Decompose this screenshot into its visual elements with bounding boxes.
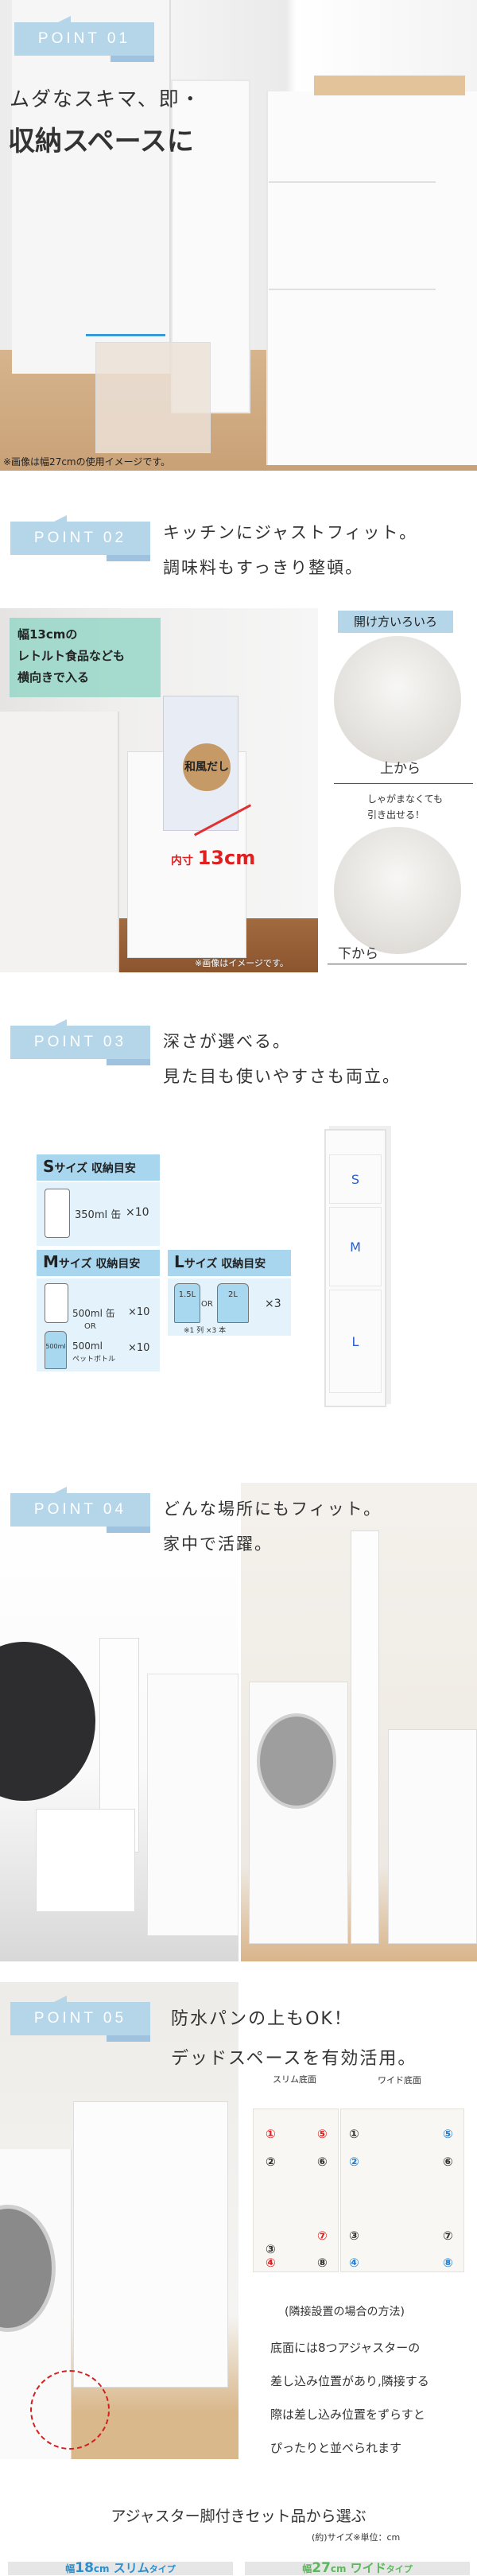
wide-type-option[interactable]: 幅27cm ワイドタイプ xyxy=(245,2562,470,2575)
point-02-badge: POINT 02 xyxy=(10,515,150,561)
callout-line: 幅13cmの xyxy=(17,627,78,642)
point-04-badge: POINT 04 xyxy=(10,1487,150,1533)
can-icon xyxy=(45,1283,68,1323)
slim-bottom-diagram: ① ② ③ ④ ⑤ ⑥ ⑦ ⑧ xyxy=(253,2109,339,2272)
waterproof-pan-photo xyxy=(0,1982,238,2459)
bottle-icon: 500ml xyxy=(45,1331,67,1369)
bottle-icon: 1.5L xyxy=(174,1283,200,1323)
m-size-header: Mサイズ 収納目安 xyxy=(37,1250,160,1276)
s-size-header: Sサイズ 収納目安 xyxy=(37,1154,160,1181)
select-set-title: アジャスター脚付きセット品から選ぶ xyxy=(111,2508,366,2525)
badge-label: POINT 01 xyxy=(37,30,131,47)
highlight-circle xyxy=(30,2370,110,2450)
s-size-guide: 350ml 缶 ×10 xyxy=(37,1182,160,1246)
method-line: 差し込み位置があり,隣接する xyxy=(270,2374,429,2388)
wide-bottom-diagram: ① ② ③ ④ ⑤ ⑥ ⑦ ⑧ xyxy=(340,2109,464,2272)
badge-label: POINT 02 xyxy=(33,530,127,546)
point-05-badge: POINT 05 xyxy=(10,1996,150,2042)
dimension-value: 13cm xyxy=(197,847,256,869)
bottle-icon: 2L xyxy=(217,1283,249,1323)
from-top-label: 上から xyxy=(380,761,421,777)
image-caption: ※画像はイメージです。 xyxy=(195,958,289,968)
adjacent-method-title: (隣接設置の場合の方法) xyxy=(285,2306,405,2318)
point-01-badge: POINT 01 xyxy=(14,16,154,62)
drawer-photo: 和風だし 幅13cmの レトルト食品なども 横向きで入る 内寸 13cm ※画像… xyxy=(0,608,318,972)
product-drawer-unit: S M L xyxy=(324,1129,386,1407)
method-line: 際は差し込み位置をずらすと xyxy=(270,2407,425,2422)
headline-line2: 調味料もすっきり整頓。 xyxy=(163,558,364,577)
width-arrow-icon xyxy=(86,334,165,336)
image-caption: ※画像は幅27cmの使用イメージです。 xyxy=(3,456,171,467)
callout-line: レトルト食品なども xyxy=(17,649,126,663)
no-crouch-note: しゃがまなくても 引き出せる！ xyxy=(367,791,443,823)
badge-label: POINT 05 xyxy=(33,2010,127,2027)
drawer-s-label: S xyxy=(329,1154,382,1204)
divider xyxy=(334,783,473,784)
size-unit-note: (約)サイズ※単位：cm xyxy=(312,2532,401,2543)
drawer-m-label: M xyxy=(329,1207,382,1286)
headline-line2: 収納スペースに xyxy=(8,126,194,157)
headline-line1: 防水パンの上もOK！ xyxy=(171,2009,353,2029)
can-icon xyxy=(45,1189,70,1238)
open-methods-title: 開け方いろいろ xyxy=(338,611,453,633)
dimension-label: 内寸 xyxy=(171,855,193,867)
m-size-guide: 500ml 缶 ×10 OR 500ml 500ml ペットボトル ×10 xyxy=(37,1278,160,1371)
callout: 幅13cmの レトルト食品なども 横向きで入る xyxy=(10,618,161,697)
headline-line1: ムダなスキマ、即・ xyxy=(10,87,202,111)
note-line: 引き出せる！ xyxy=(367,809,425,821)
l-size-guide: 1.5L OR 2L ×3 ※1 列 ×3 本 xyxy=(168,1278,291,1336)
l-size-header: Lサイズ 収納目安 xyxy=(168,1250,291,1276)
badge-label: POINT 04 xyxy=(33,1501,127,1518)
open-from-bottom-photo xyxy=(334,827,461,954)
method-line: ぴったりと並べられます xyxy=(270,2441,402,2455)
drawer-l-label: L xyxy=(329,1290,382,1393)
from-bottom-label: 下から xyxy=(338,946,378,962)
headline-line2: 家中で活躍。 xyxy=(163,1534,273,1554)
note-line: しゃがまなくても xyxy=(367,793,444,805)
badge-label: POINT 03 xyxy=(33,1034,127,1050)
kitchen-photo xyxy=(0,0,477,471)
slim-bottom-label: スリム底面 xyxy=(273,2074,316,2085)
open-from-top-photo xyxy=(334,636,461,763)
headline-line1: どんな場所にもフィット。 xyxy=(163,1499,382,1519)
wide-bottom-label: ワイド底面 xyxy=(378,2075,421,2085)
slim-type-option[interactable]: 幅18cm スリムタイプ xyxy=(8,2562,233,2575)
point-03-badge: POINT 03 xyxy=(10,1019,150,1065)
callout-line: 横向きで入る xyxy=(17,670,90,685)
laundry-photo-right xyxy=(241,1483,477,1961)
method-line: 底面には8つアジャスターの xyxy=(270,2341,421,2355)
laundry-photo-left xyxy=(0,1483,238,1961)
package-label: 和風だし xyxy=(183,743,231,791)
headline-line2: 見た目も使いやすさも両立。 xyxy=(163,1067,401,1086)
headline-line1: 深さが選べる。 xyxy=(163,1032,291,1051)
headline-line2: デッドスペースを有効活用。 xyxy=(171,2049,417,2069)
headline-line1: キッチンにジャストフィット。 xyxy=(163,523,418,542)
